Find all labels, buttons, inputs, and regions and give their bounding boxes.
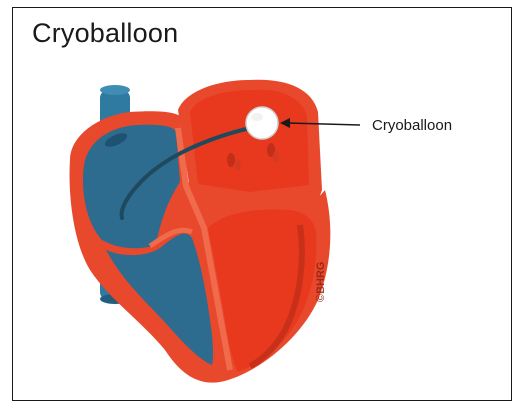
- cryoballoon-graphic: [246, 107, 278, 139]
- copyright-stamp: ©BHRG: [315, 262, 327, 303]
- callout-label: Cryoballoon: [372, 117, 452, 134]
